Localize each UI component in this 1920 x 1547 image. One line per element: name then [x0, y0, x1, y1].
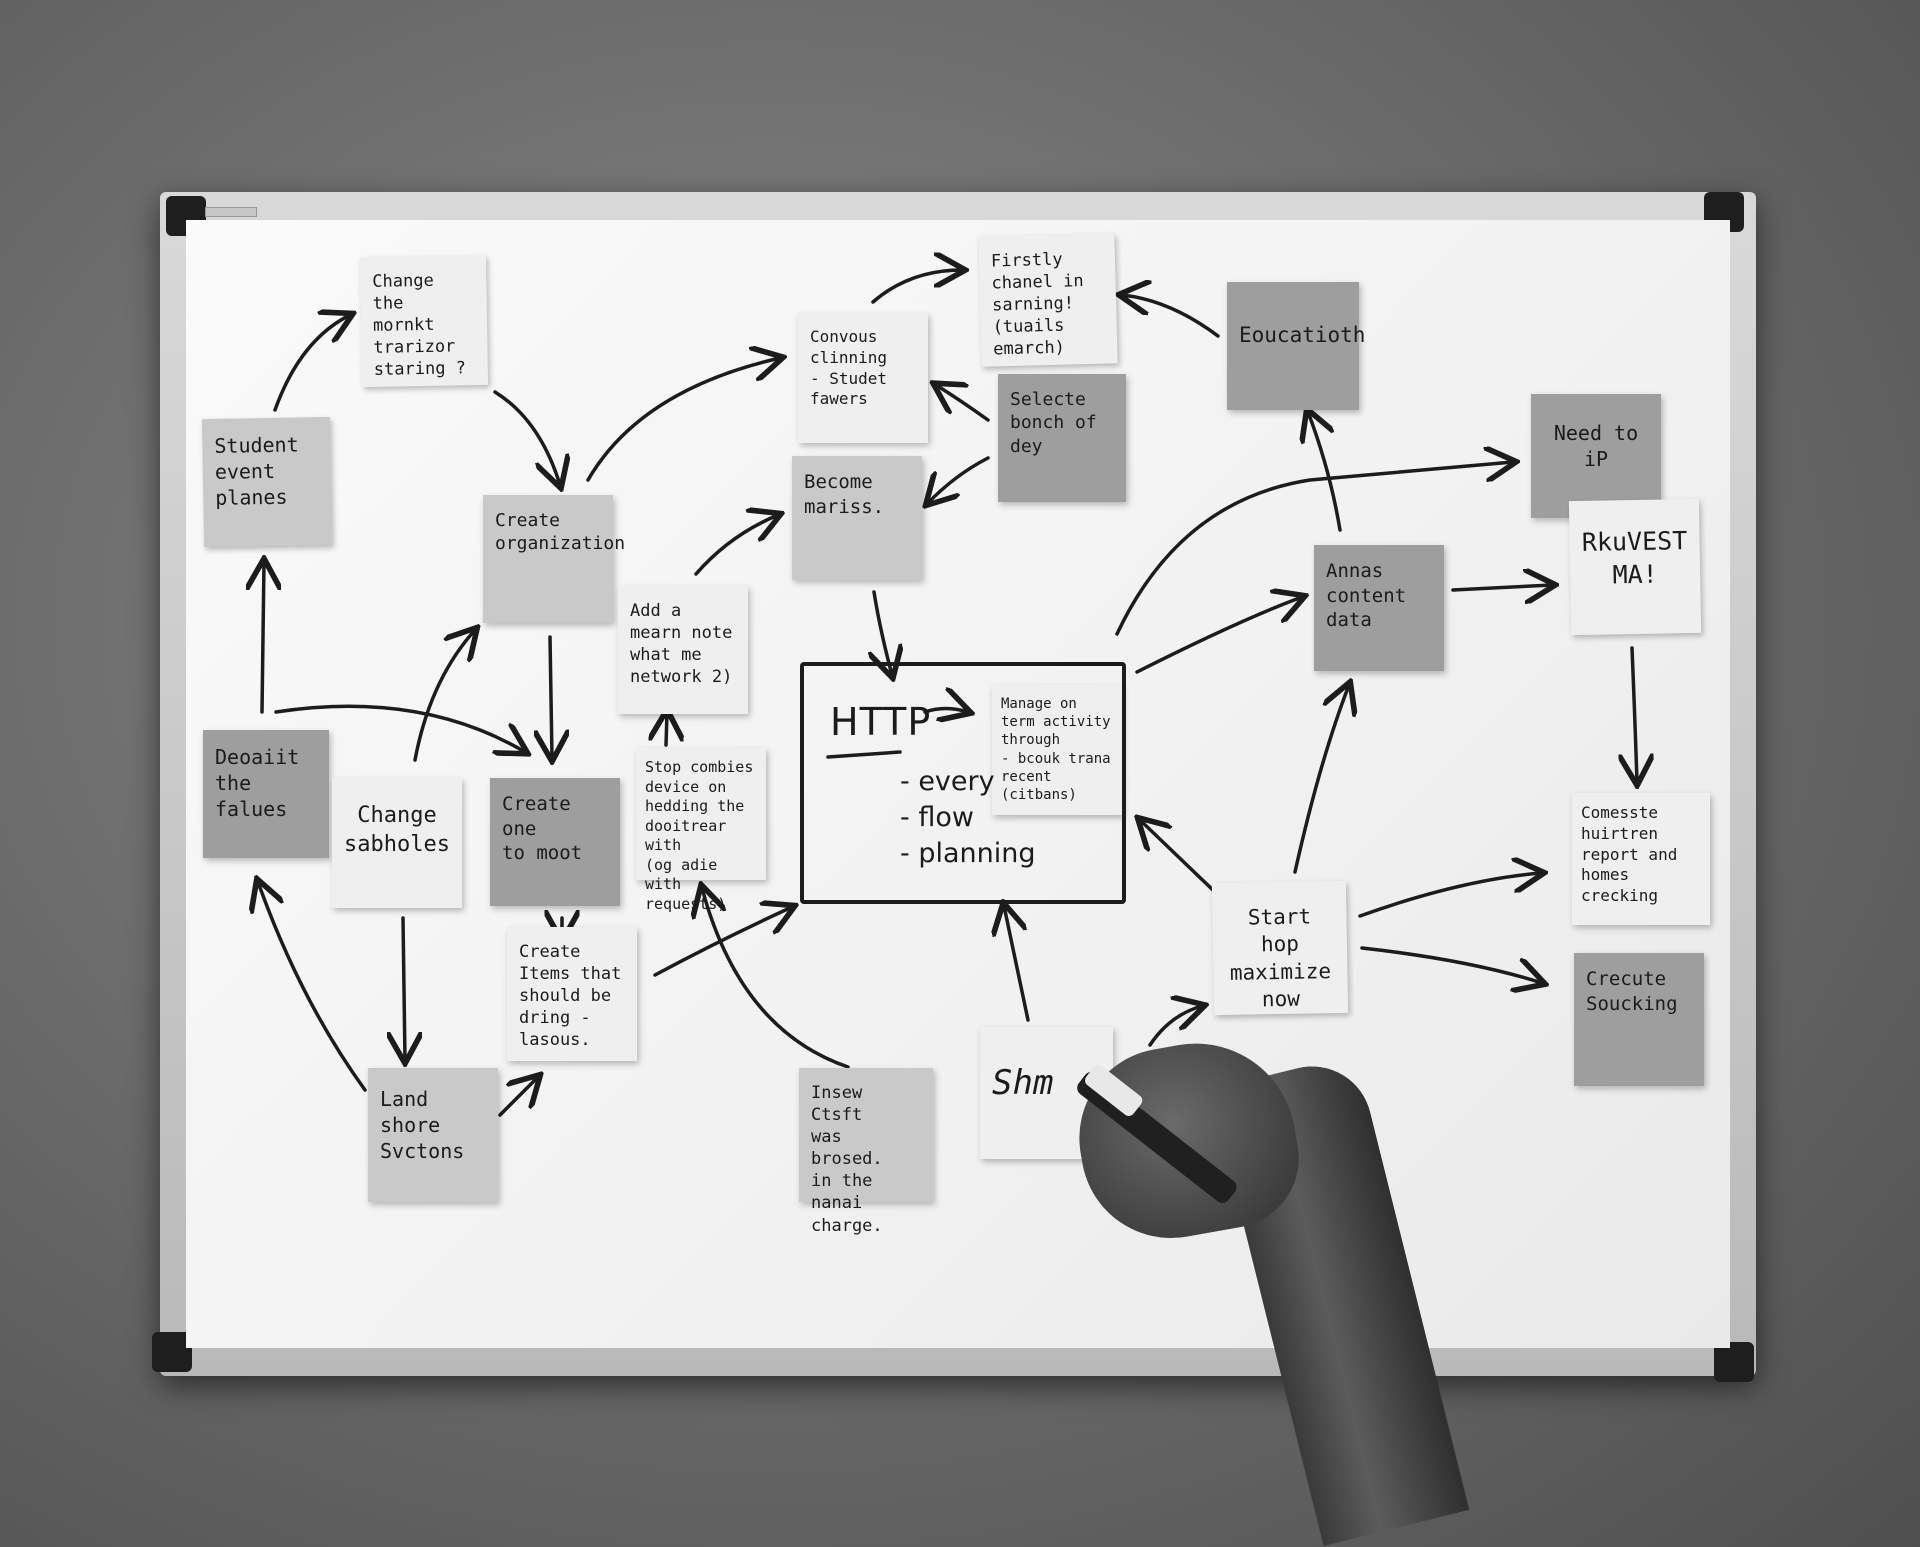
arrow: [1360, 946, 1542, 983]
sticky-note-start-hop: Start hop maximize now: [1211, 880, 1349, 1016]
arrow: [1632, 646, 1637, 782]
flow-title-underline: [826, 750, 902, 759]
sticky-note-create-items: Create Items that should be dring -lasou…: [507, 927, 637, 1061]
sticky-note-selecte: Selecte bonch of dey: [998, 374, 1126, 502]
arrow: [1004, 906, 1030, 1022]
arrow: [702, 888, 850, 1069]
arrow: [936, 385, 990, 422]
arrow: [928, 456, 990, 503]
sticky-note-student-event: Student event planes: [201, 416, 333, 548]
arrow: [1148, 1006, 1202, 1047]
arrow: [1122, 295, 1220, 338]
frame-corner-bottom-left: [152, 1332, 192, 1372]
sticky-note-manage-on: Manage on term activity through - bcouk …: [992, 685, 1122, 815]
sticky-note-land-shore: Land shore Svctons: [368, 1068, 498, 1202]
arrow: [1358, 873, 1541, 918]
arrow: [274, 704, 525, 752]
arrow: [1451, 585, 1552, 590]
arrow: [1135, 597, 1302, 674]
sticky-note-insew: Insew Ctsft was brosed. in the nanai cha…: [799, 1068, 933, 1236]
sticky-note-need-to: Need to iP: [1531, 394, 1661, 518]
arrow: [874, 590, 892, 675]
arrow: [1115, 462, 1513, 636]
arrow: [586, 358, 780, 482]
sticky-note-create-one: Create one to moot: [490, 778, 620, 906]
arrow: [413, 630, 475, 762]
arrow: [258, 882, 367, 1092]
arrow: [653, 907, 792, 977]
arrow: [498, 1077, 538, 1117]
arrow: [1308, 412, 1342, 532]
sticky-note-add-note: Add a mearn note what me network 2): [618, 586, 748, 714]
arrow: [871, 270, 962, 304]
sticky-note-stop-combies: Stop combies device on hedding the dooit…: [636, 748, 766, 913]
arrow: [923, 709, 968, 713]
sticky-note-invest: RkuVEST MA!: [1568, 498, 1702, 636]
sticky-note-comesste: Comesste huirtren report and homes creck…: [1572, 793, 1710, 925]
arrow: [666, 713, 667, 747]
arrow: [273, 315, 350, 412]
sticky-note-change-sabholes: Change sabholes: [332, 778, 462, 908]
flow-box-item: - flow: [900, 802, 974, 833]
arrow: [262, 562, 264, 714]
sticky-note-become: Become mariss.: [792, 456, 922, 580]
sticky-note-change-market: Change the mornkt trarizor staring ?: [359, 254, 489, 388]
frame-corner-bottom-right: [1714, 1342, 1754, 1382]
sticky-note-create-organization: Create organization: [483, 495, 625, 623]
sticky-note-firstly: Firstly chanel in sarning! (tuails emarc…: [978, 233, 1118, 367]
sticky-note-education: Eoucatioth: [1227, 282, 1365, 410]
http-flow-box: HTTP - every - flow - planning: [800, 662, 1126, 904]
arrow: [1293, 685, 1349, 874]
arrow: [1140, 820, 1217, 894]
sticky-note-annas-content: Annas content data: [1314, 545, 1444, 671]
frame-label-plate: [205, 207, 257, 217]
flow-box-title: HTTP: [830, 700, 932, 744]
sticky-note-convous: Convous clinning - Studet fawers: [798, 313, 928, 443]
flow-box-item: - every: [900, 766, 995, 797]
arrow: [403, 916, 405, 1060]
sticky-note-deoaiit: Deoaiit the falues: [203, 730, 329, 858]
arrow: [694, 515, 778, 576]
flow-box-item: - planning: [900, 838, 1036, 869]
arrow: [550, 635, 552, 758]
sticky-note-crecute: Crecute Soucking: [1574, 953, 1704, 1086]
arrow: [493, 390, 560, 485]
